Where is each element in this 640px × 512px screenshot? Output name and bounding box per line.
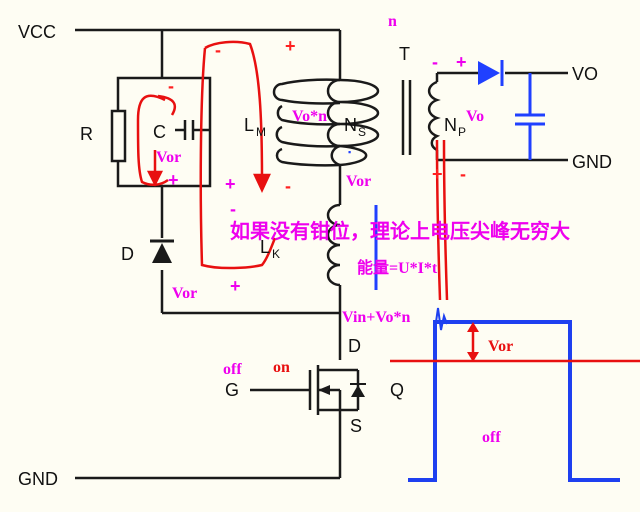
- vor-cap-annotation: Vor: [156, 149, 181, 166]
- clamp-capacitor: [175, 120, 210, 140]
- np-winding: [427, 80, 441, 152]
- np-label: N: [444, 115, 457, 135]
- vor-wave-annotation: Vor: [488, 338, 513, 355]
- loop-lk: [199, 47, 277, 270]
- svg-text:+: +: [168, 170, 179, 190]
- loop-rc-top: [157, 94, 176, 116]
- gate-label: G: [225, 380, 239, 400]
- svg-text:▪: ▪: [348, 147, 351, 157]
- drain-waveform: [390, 307, 640, 482]
- chinese-note: 如果没有钳位，理论上电压尖峰无穷大: [230, 219, 570, 243]
- drain-label: D: [348, 336, 361, 356]
- svg-text:+: +: [456, 52, 467, 72]
- loop-lm-right: [204, 40, 264, 181]
- lm-coil-2: [276, 104, 341, 126]
- polarity-signs: - + - + + - - + - + + - ▪: [168, 36, 467, 296]
- svg-text:+: +: [225, 174, 236, 194]
- circuit-wires: [75, 28, 568, 480]
- c-label: C: [153, 122, 166, 142]
- vo-label: VO: [572, 64, 598, 84]
- lk-winding: [326, 203, 341, 287]
- n-annotation: n: [388, 13, 397, 30]
- svg-text:-: -: [432, 52, 438, 72]
- secondary-spike-line-2: [442, 139, 449, 301]
- vcc-label: VCC: [18, 22, 56, 42]
- lk-label: L: [260, 237, 270, 257]
- spike: [435, 307, 448, 331]
- vo-n-annotation: Vo*n: [292, 108, 327, 125]
- np-sub: P: [458, 125, 466, 139]
- gnd-left-label: GND: [18, 469, 58, 489]
- off-wave-annotation: off: [482, 429, 501, 446]
- ns-sub: S: [358, 125, 366, 139]
- mos-body-diode: [350, 383, 366, 397]
- off-left-annotation: off: [223, 361, 242, 378]
- clamp-diode: [150, 239, 174, 263]
- waveform-line: [408, 320, 620, 482]
- lk-sub: K: [272, 247, 280, 261]
- svg-text:+: +: [285, 36, 296, 56]
- output-diode: [478, 60, 504, 86]
- on-annotation: on: [273, 359, 290, 376]
- vor-bottom-annotation: Vor: [172, 285, 197, 302]
- vin-vo-n-annotation: Vin+Vo*n: [342, 309, 411, 326]
- ns-winding: [339, 78, 380, 167]
- hand-drawn-loops: [136, 40, 449, 301]
- energy-annotation: 能量=U*I*t: [357, 258, 438, 277]
- output-capacitor: [515, 73, 545, 160]
- ns-label: N: [344, 115, 357, 135]
- mos-arrow: [318, 385, 330, 395]
- lm-label: L: [244, 115, 254, 135]
- svg-text:+: +: [432, 164, 443, 184]
- lm-sub: M: [256, 125, 266, 139]
- vo-sec-annotation: Vo: [466, 108, 484, 125]
- vor-mid-annotation: Vor: [346, 173, 371, 190]
- svg-text:-: -: [215, 40, 221, 60]
- svg-text:+: +: [230, 276, 241, 296]
- svg-text:-: -: [230, 199, 236, 219]
- resistor: [110, 109, 127, 163]
- transformer-label: T: [399, 44, 410, 64]
- source-label: S: [350, 416, 362, 436]
- svg-text:-: -: [285, 176, 291, 196]
- svg-text:-: -: [168, 76, 174, 96]
- lm-coil-3: [275, 125, 341, 148]
- gnd-right-label: GND: [572, 152, 612, 172]
- lm-coil-1: [272, 78, 341, 105]
- d-clamp-label: D: [121, 244, 134, 264]
- lm-coil-4: [275, 147, 341, 167]
- q-label: Q: [390, 380, 404, 400]
- r-label: R: [80, 124, 93, 144]
- secondary-spike-line: [435, 139, 442, 301]
- lm-winding: [326, 78, 341, 167]
- svg-text:-: -: [460, 164, 466, 184]
